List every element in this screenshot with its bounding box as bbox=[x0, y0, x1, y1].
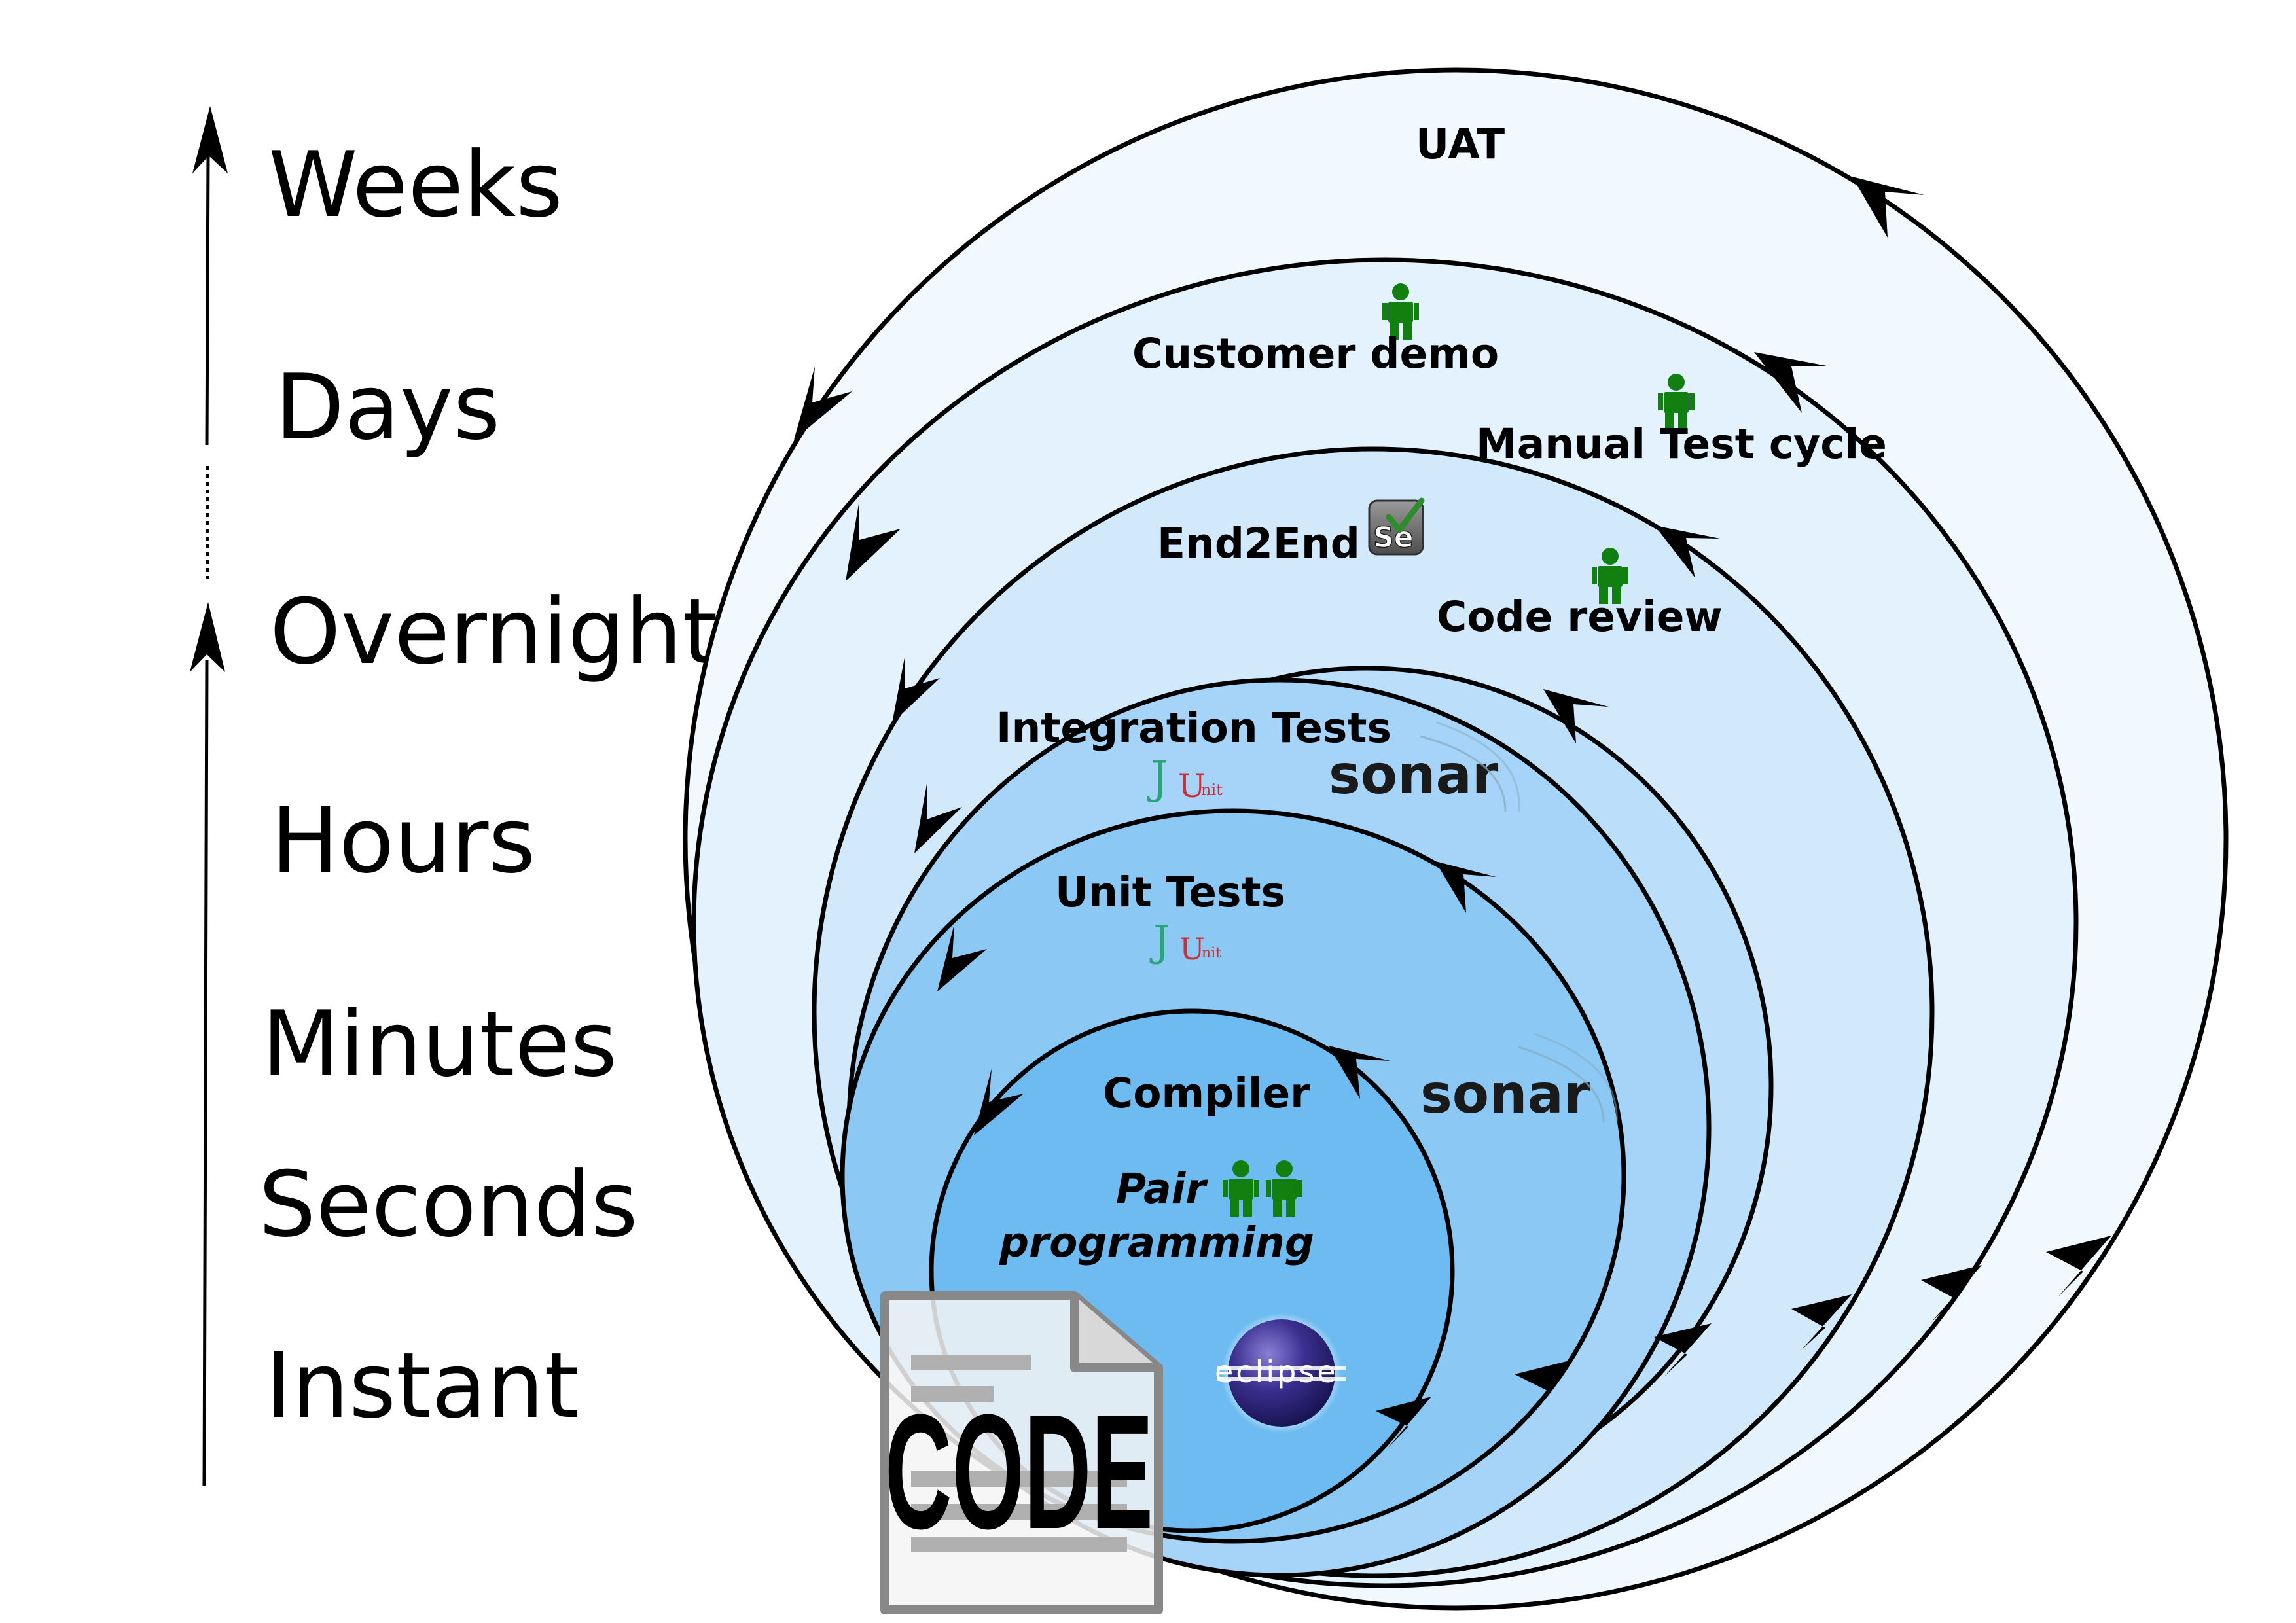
arrowhead-demo-top bbox=[1754, 352, 1830, 413]
timescale-days: Days bbox=[275, 355, 500, 460]
arrowhead-integration-top bbox=[1435, 861, 1496, 913]
timescale-minutes: Minutes bbox=[262, 991, 617, 1097]
arrowhead-manual-left bbox=[892, 654, 940, 723]
label-uat: UAT bbox=[1416, 120, 1505, 168]
label-code-review: Code review bbox=[1437, 593, 1723, 641]
timescale-hours: Hours bbox=[271, 788, 535, 893]
label-programming: programming bbox=[999, 1219, 1314, 1266]
axis-upper-arrowhead bbox=[192, 106, 228, 173]
arrowhead-review-top bbox=[1543, 689, 1609, 743]
loop-arrowheads bbox=[794, 177, 2111, 1448]
code-file-label: CODE bbox=[885, 1380, 1153, 1563]
sonar-text-upper: sonar bbox=[1329, 744, 1499, 806]
label-manual-test-cycle: Manual Test cycle bbox=[1476, 420, 1887, 468]
label-compiler: Compiler bbox=[1103, 1069, 1310, 1117]
label-end2end: End2End bbox=[1157, 520, 1360, 567]
code-file-icon: CODE bbox=[880, 1291, 1163, 1614]
timescale-weeks: Weeks bbox=[268, 132, 563, 238]
arrowhead-uat-right bbox=[2046, 1236, 2111, 1297]
arrowhead-unit-left bbox=[974, 1069, 1024, 1135]
axis-lower-arrowhead bbox=[190, 602, 225, 672]
time-axis bbox=[190, 106, 228, 1486]
arrowhead-unit-top bbox=[1329, 1046, 1390, 1099]
eclipse-logo-text: eclipse bbox=[1215, 1354, 1338, 1389]
svg-text:U: U bbox=[1178, 767, 1206, 805]
axis-lower-line bbox=[202, 659, 209, 1486]
sonar-logo-upper: sonar bbox=[1329, 721, 1520, 812]
arrowhead-manual-top bbox=[1655, 526, 1720, 578]
svg-text:nit: nit bbox=[1201, 781, 1223, 799]
sonar-logo-lower: sonar bbox=[1420, 1033, 1618, 1126]
feedback-rings bbox=[683, 67, 2229, 1611]
timescale-overnight: Overnight bbox=[270, 579, 717, 685]
svg-text:J: J bbox=[1149, 918, 1170, 966]
arrowhead-compiler-right bbox=[1376, 1397, 1431, 1448]
junit-logo-unit: J U nit bbox=[1149, 918, 1221, 967]
arrowhead-review-left bbox=[914, 784, 962, 853]
label-integration-tests: Integration Tests bbox=[996, 704, 1391, 752]
selenium-logo: Se bbox=[1368, 497, 1425, 556]
svg-text:U: U bbox=[1179, 931, 1205, 967]
arrowhead-demo-left bbox=[846, 504, 901, 581]
timescale-seconds: Seconds bbox=[259, 1152, 638, 1257]
sonar-text-lower: sonar bbox=[1420, 1063, 1590, 1126]
eclipse-logo: eclipse bbox=[1215, 1313, 1346, 1433]
arrowhead-integration-left bbox=[937, 924, 987, 991]
arrowhead-demo-right bbox=[1921, 1265, 1982, 1323]
junit-logo-integration: J U nit bbox=[1147, 753, 1223, 805]
arrowhead-integration-right bbox=[1515, 1360, 1572, 1414]
label-pair: Pair bbox=[1116, 1165, 1208, 1213]
svg-text:J: J bbox=[1147, 753, 1168, 804]
arrowhead-uat-top bbox=[1852, 177, 1924, 238]
selenium-check-icon bbox=[1386, 497, 1425, 533]
timescale-instant: Instant bbox=[265, 1333, 579, 1438]
arrowhead-review-right bbox=[1654, 1323, 1712, 1376]
label-unit-tests: Unit Tests bbox=[1055, 868, 1285, 916]
label-customer-demo: Customer demo bbox=[1132, 330, 1499, 378]
svg-text:nit: nit bbox=[1202, 945, 1221, 961]
axis-upper-line bbox=[205, 155, 210, 446]
arrowhead-manual-right bbox=[1791, 1294, 1852, 1350]
arrowhead-uat-left bbox=[794, 366, 852, 440]
